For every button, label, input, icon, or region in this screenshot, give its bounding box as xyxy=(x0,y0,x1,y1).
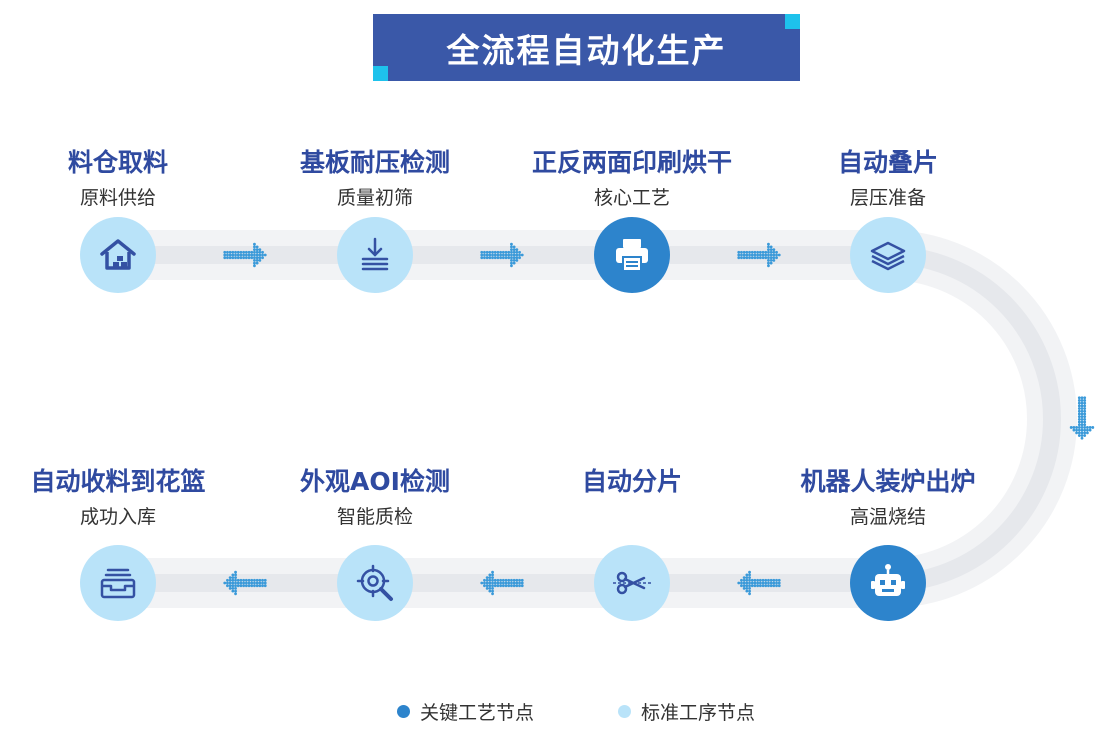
download-tray-icon xyxy=(361,237,389,271)
step-3-title: 正反两面印刷烘干 xyxy=(531,148,732,177)
magnifier-target-icon xyxy=(356,564,393,601)
step-1-subtitle: 原料供给 xyxy=(79,187,156,209)
robot-icon xyxy=(871,564,905,596)
flow-arrow-3 xyxy=(737,242,781,268)
step-8-title: 自动收料到花篮 xyxy=(30,467,206,496)
step-2-title: 基板耐压检测 xyxy=(299,148,450,177)
step-7-subtitle: 智能质检 xyxy=(336,506,413,528)
banner-corner-accent-bottom-left xyxy=(373,66,388,81)
step-7-title: 外观AOI检测 xyxy=(300,467,450,496)
page-title: 全流程自动化生产 xyxy=(446,30,727,70)
step-6-node xyxy=(594,545,670,621)
step-1-title: 料仓取料 xyxy=(67,148,168,177)
legend-standard-process: 标准工序节点 xyxy=(618,699,756,724)
flow-arrow-2 xyxy=(480,242,524,268)
legend-standard-dot xyxy=(618,704,631,718)
step-7-node xyxy=(337,545,413,621)
step-4-node xyxy=(850,217,926,293)
step-4-subtitle: 层压准备 xyxy=(849,187,926,209)
flow-arrow-1 xyxy=(223,242,267,268)
step-5-subtitle: 高温烧结 xyxy=(849,506,926,528)
step-3-subtitle: 核心工艺 xyxy=(593,187,670,209)
printer-icon xyxy=(616,239,648,272)
storage-drawer-icon xyxy=(100,568,136,599)
step-6-title: 自动分片 xyxy=(581,467,682,496)
flow-arrow-7 xyxy=(223,570,267,596)
step-8-node xyxy=(80,545,156,621)
step-3-node xyxy=(594,217,670,293)
title-banner: 全流程自动化生产 xyxy=(373,14,800,81)
layers-icon xyxy=(870,241,906,271)
scissors-icon xyxy=(613,571,651,595)
legend-standard-label: 标准工序节点 xyxy=(641,701,756,724)
step-1-node xyxy=(80,217,156,293)
step-8-subtitle: 成功入库 xyxy=(79,506,156,528)
step-2-subtitle: 质量初筛 xyxy=(336,187,413,209)
legend-key-process: 关键工艺节点 xyxy=(397,699,535,724)
step-5-title: 机器人装炉出炉 xyxy=(800,467,976,496)
flow-arrow-6 xyxy=(480,570,524,596)
banner-corner-accent-top-right xyxy=(785,14,800,29)
flow-arrow-5 xyxy=(737,570,781,596)
step-5-node xyxy=(850,545,926,621)
step-4-title: 自动叠片 xyxy=(837,148,938,177)
legend-key-label: 关键工艺节点 xyxy=(420,701,535,724)
legend-key-dot xyxy=(397,704,410,718)
step-2-node xyxy=(337,217,413,293)
warehouse-icon xyxy=(100,239,136,270)
flow-arrow-4 xyxy=(1069,396,1095,440)
